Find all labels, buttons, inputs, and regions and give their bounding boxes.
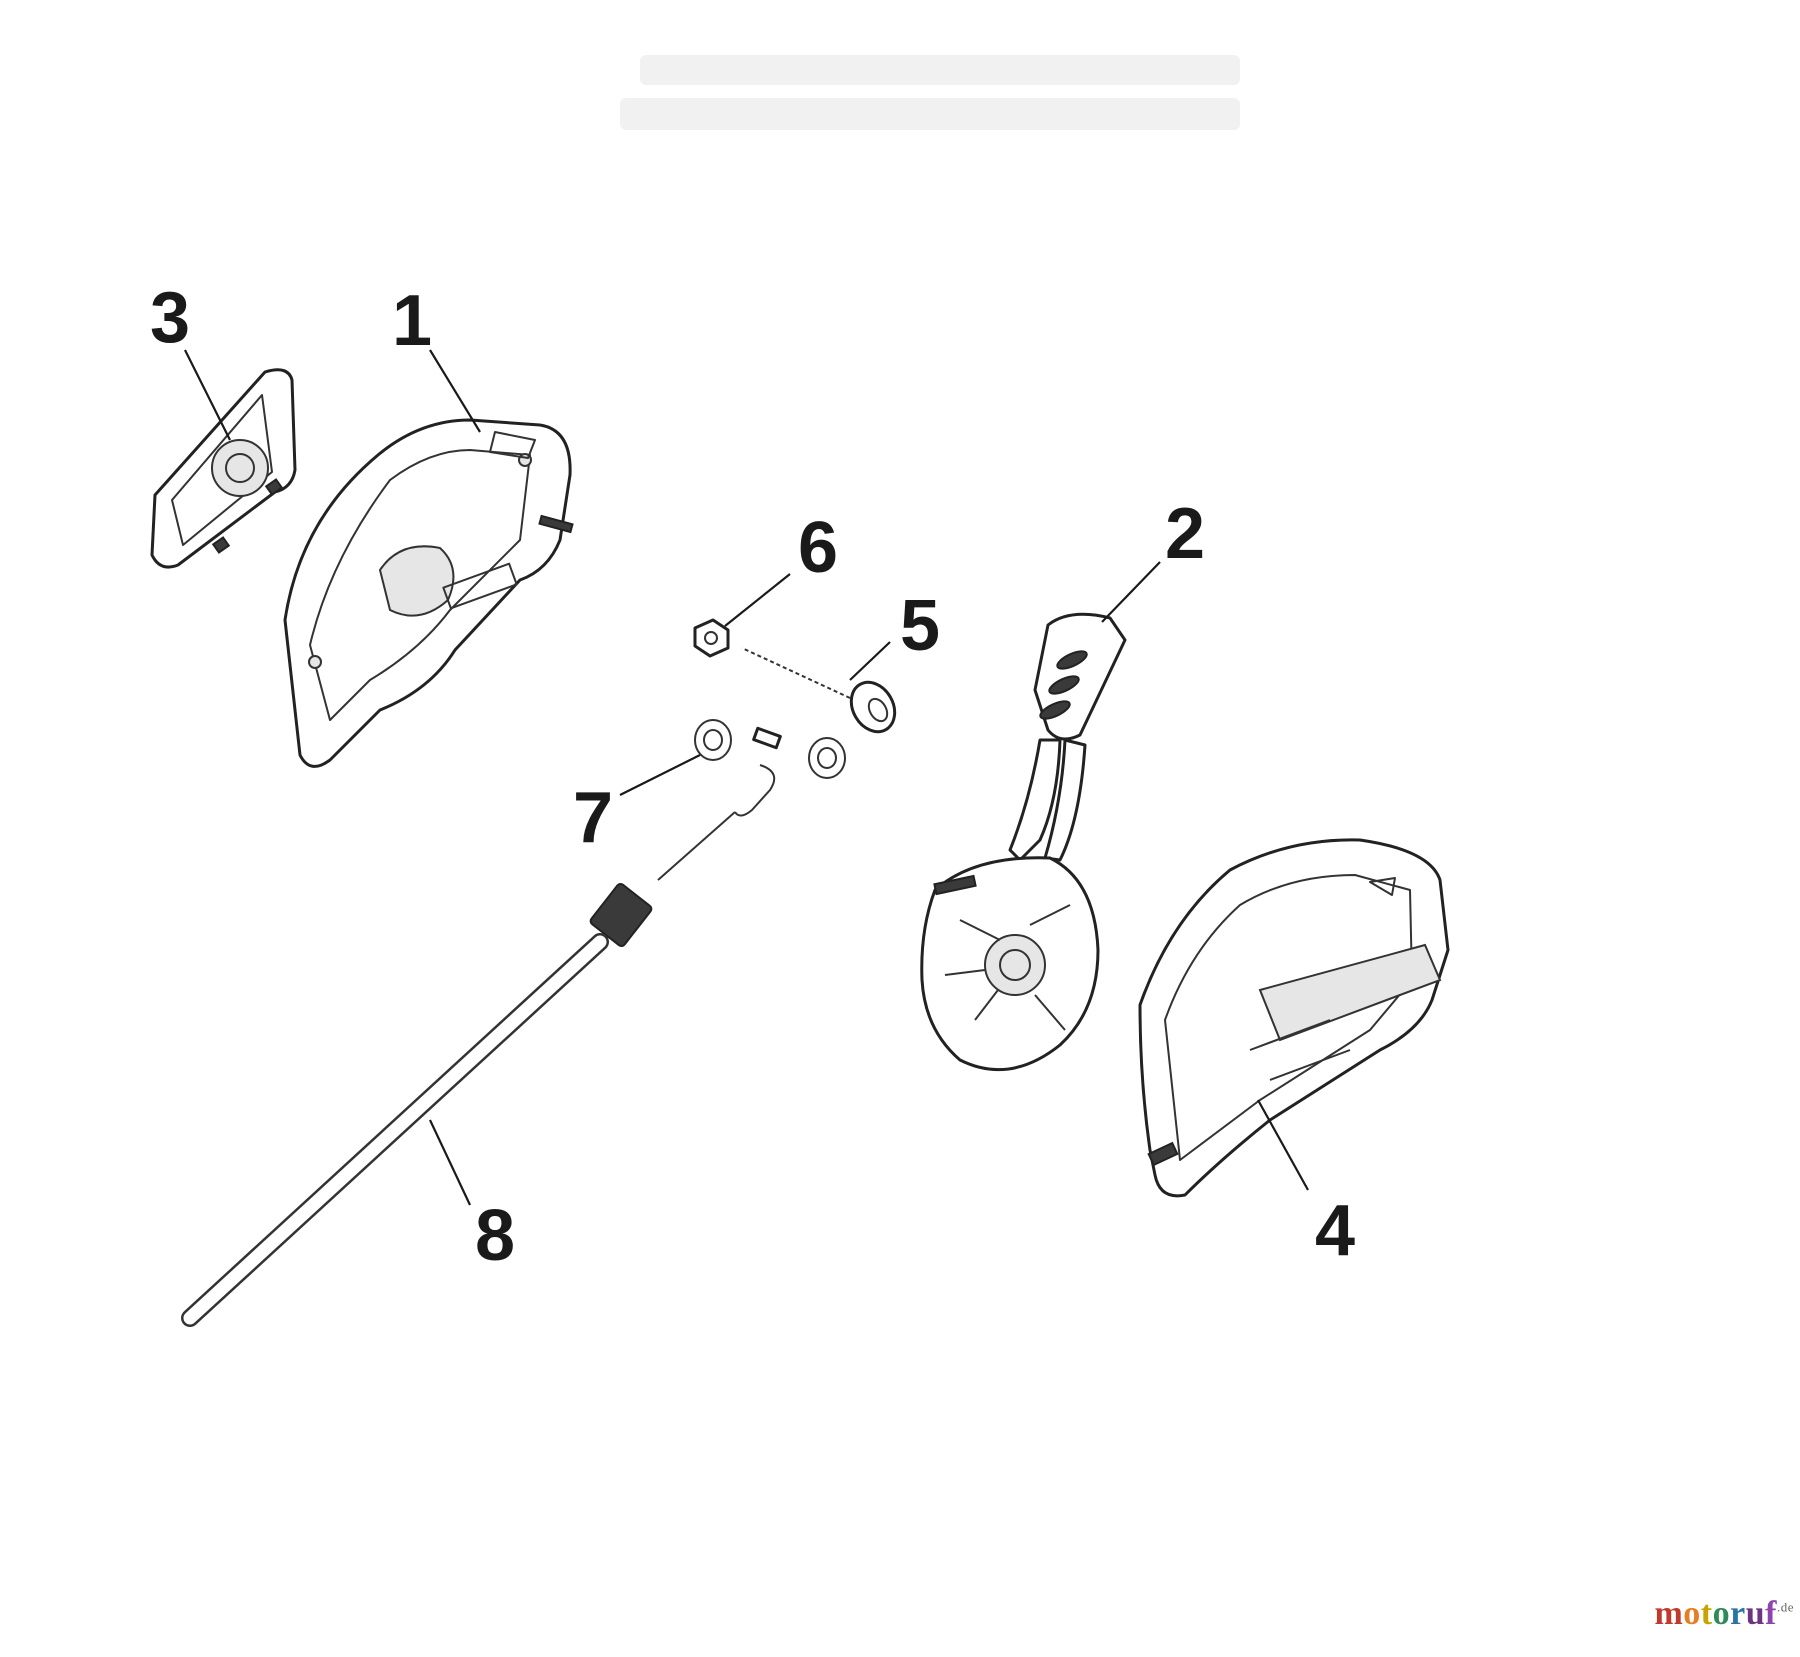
leader-1 [429,349,481,433]
callout-3: 3 [150,278,190,358]
watermark-letter: m [1654,1595,1684,1632]
part-1-left-housing [283,418,574,768]
part-2-lever [920,612,1127,1072]
watermark-tld: .de [1776,1599,1794,1615]
leader-2 [1101,561,1161,623]
leader-8 [429,1119,471,1206]
leader-7 [619,754,701,796]
callout-7: 7 [573,778,613,858]
watermark-letter: f [1765,1595,1777,1632]
part-3-cover-plate [150,368,297,569]
leader-6 [724,573,791,627]
leader-5 [849,641,891,681]
part-4-right-housing [1138,838,1450,1198]
watermark-text: motoruf [1654,1595,1777,1632]
watermark-letter: t [1700,1595,1713,1632]
part-6-nut [693,618,730,658]
callout-8: 8 [475,1196,515,1276]
watermark-logo: motoruf.de [1654,1595,1794,1633]
callout-4: 4 [1315,1191,1355,1271]
part-7-springs [694,719,846,779]
watermark-letter: r [1730,1595,1746,1632]
callouts: 1 2 3 4 5 6 7 8 [150,278,1355,1276]
part-8-cable [181,764,776,1327]
leader-3 [184,349,231,441]
callout-1: 1 [392,281,432,361]
callout-2: 2 [1165,494,1205,574]
callout-5: 5 [900,586,940,666]
leader-lines [184,349,1309,1206]
callout-6: 6 [798,508,838,588]
faded-header [620,55,1240,130]
leader-4 [1257,1099,1309,1191]
watermark-letter: u [1745,1595,1766,1632]
part-5-bolt [740,643,897,734]
watermark-letter: o [1683,1595,1701,1632]
watermark-letter: o [1712,1595,1731,1632]
